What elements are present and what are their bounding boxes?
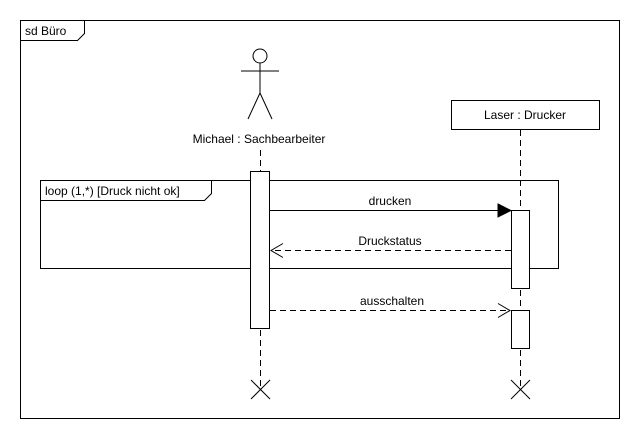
frame-title: sd Büro — [25, 24, 67, 38]
message-drucken: drucken — [270, 194, 513, 218]
actor-right-leg — [259, 92, 273, 120]
open-arrowhead-icon — [270, 243, 284, 258]
activation-bars — [250, 171, 530, 349]
open-arrowhead-icon — [497, 303, 511, 318]
lifeline-label-laser: Laser : Drucker — [484, 108, 566, 122]
loop-guard-label: loop (1,*) [Druck nicht ok] — [45, 184, 180, 198]
activation-laser-1 — [511, 210, 530, 289]
diagram-frame: sd Büro — [20, 20, 620, 419]
message-druckstatus: Druckstatus — [270, 234, 511, 258]
object-laser: Laser : Drucker — [451, 100, 600, 130]
loop-fragment-box — [40, 180, 559, 269]
actor-left-leg — [247, 92, 261, 120]
activation-laser-2 — [511, 310, 530, 349]
lifeline-head-box — [451, 100, 600, 130]
message-label-ausschalten: ausschalten — [360, 294, 424, 308]
filled-arrowhead-icon — [497, 203, 513, 218]
destroy-michael-icon — [250, 379, 271, 400]
loop-fragment: loop (1,*) [Druck nicht ok] — [40, 180, 559, 269]
message-label-druckstatus: Druckstatus — [358, 234, 421, 248]
activation-michael — [250, 171, 270, 329]
destroy-laser-icon — [510, 379, 531, 400]
message-ausschalten: ausschalten — [270, 294, 511, 318]
actor-head-icon — [252, 48, 268, 64]
destruction-marks — [250, 379, 531, 400]
actor-michael: Michael : Sachbearbeiter — [193, 48, 326, 146]
lifeline-label-michael: Michael : Sachbearbeiter — [193, 132, 326, 146]
message-label-drucken: drucken — [369, 194, 412, 208]
lifeline-lines — [260, 130, 521, 386]
